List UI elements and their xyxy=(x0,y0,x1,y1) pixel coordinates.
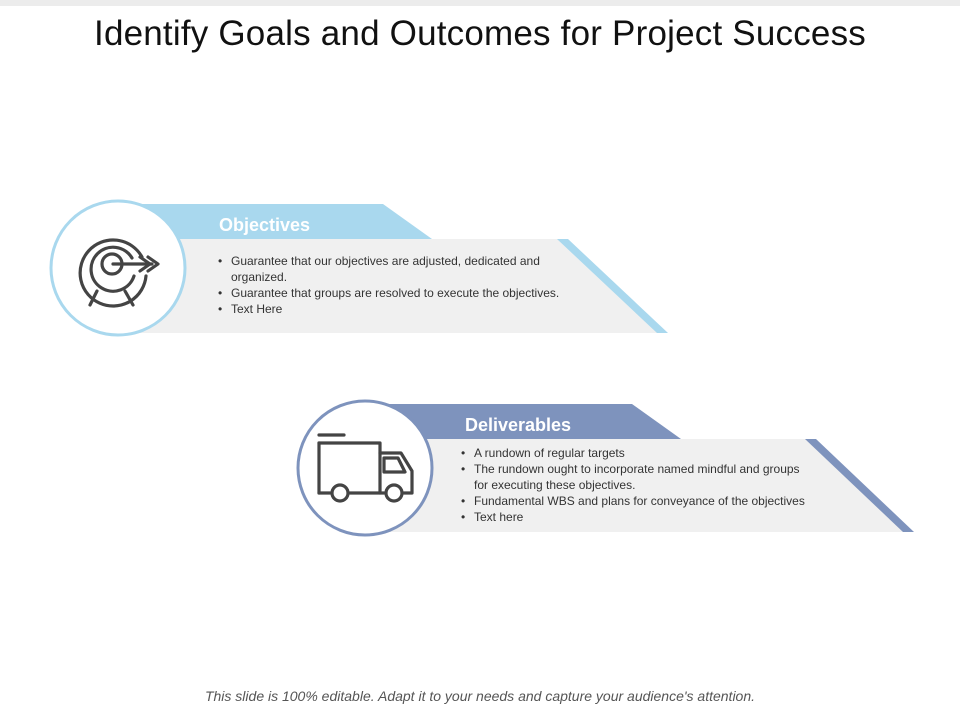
deliverables-bullet-4: Text here xyxy=(474,510,524,524)
deliverables-bullet-1: A rundown of regular targets xyxy=(474,446,625,460)
deliverables-panel xyxy=(363,439,903,532)
footer-note: This slide is 100% editable. Adapt it to… xyxy=(204,688,756,704)
objectives-panel xyxy=(118,239,657,333)
objectives-bullet-list: • Guarantee that our objectives are adju… xyxy=(218,254,559,316)
objectives-icon-circle xyxy=(49,199,187,337)
deliverables-bullet-2-line-1: The rundown ought to incorporate named m… xyxy=(474,462,800,476)
deliverables-bullet-2-line-2: for executing these objectives. xyxy=(474,478,635,492)
objectives-header-tab xyxy=(118,204,432,239)
objectives-bullet-1-line-1: Guarantee that our objectives are adjust… xyxy=(231,254,540,268)
deliverables-bullet-dot: • xyxy=(461,494,465,508)
objectives-heading: Objectives xyxy=(219,215,310,235)
objectives-bullet-2: Guarantee that groups are resolved to ex… xyxy=(231,286,559,300)
deliverables-bullet-dot: • xyxy=(461,510,465,524)
objectives-bullet-dot: • xyxy=(218,302,222,316)
deliverables-accent-stripe xyxy=(804,439,914,532)
target-arrow-icon xyxy=(78,238,160,308)
deliverables-section: Deliverables • A rundown of regular targ… xyxy=(296,399,914,537)
page-title: Identify Goals and Outcomes for Project … xyxy=(94,14,866,53)
objectives-bullet-1-line-2: organized. xyxy=(231,270,287,284)
deliverables-bullet-list: • A rundown of regular targets • The run… xyxy=(461,446,805,524)
delivery-truck-icon xyxy=(317,433,414,503)
objectives-accent-stripe xyxy=(556,239,668,333)
top-strip xyxy=(0,0,960,6)
deliverables-bullet-3: Fundamental WBS and plans for conveyance… xyxy=(474,494,805,508)
deliverables-bullet-dot: • xyxy=(461,462,465,476)
deliverables-heading: Deliverables xyxy=(465,415,571,435)
objectives-bullet-dot: • xyxy=(218,254,222,268)
deliverables-header-tab xyxy=(363,404,681,439)
deliverables-bullet-dot: • xyxy=(461,446,465,460)
objectives-bullet-dot: • xyxy=(218,286,222,300)
objectives-section: Objectives • Guarantee that our objectiv… xyxy=(49,199,668,337)
objectives-bullet-3: Text Here xyxy=(231,302,283,316)
